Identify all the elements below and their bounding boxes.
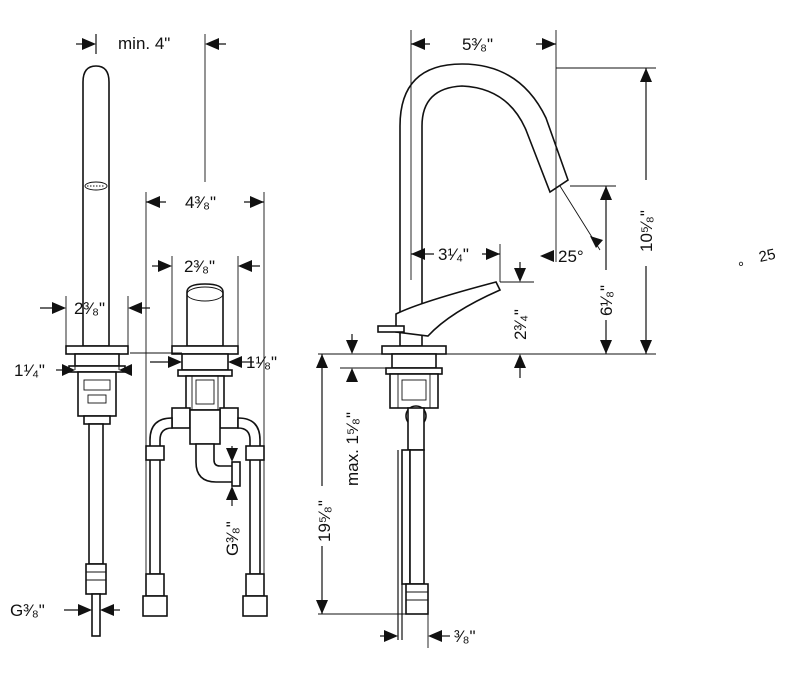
valve-nut-left xyxy=(142,595,168,617)
dim-valve-span: 4³⁄₈" xyxy=(185,193,216,212)
dim-spout-reach: 5³⁄₈" xyxy=(462,35,493,54)
shower-mount-body xyxy=(77,371,117,417)
spout-lever xyxy=(395,281,502,337)
spout-mount-assembly xyxy=(389,373,439,409)
dim-shower-thread: G³⁄₈" xyxy=(10,601,45,620)
dim-lever-height: 2³⁄₄" xyxy=(511,309,530,340)
dim-spout-angle: 25° xyxy=(558,247,584,266)
spout-flange xyxy=(381,345,447,355)
dim-lever-reach: 3¹⁄₄" xyxy=(438,245,469,264)
spout-tail-left xyxy=(401,449,411,585)
dim-min-4: min. 4" xyxy=(118,34,170,53)
valve-handle xyxy=(186,283,224,347)
shower-hose-end xyxy=(91,593,101,637)
dim-overall-tail: 19⁵⁄₈" xyxy=(315,500,334,542)
dim-shower-width: 2³⁄₈" xyxy=(74,299,105,318)
dim-tail-diameter: ³⁄₈" xyxy=(454,627,476,646)
dim-shower-mount: 1¹⁄₄" xyxy=(14,361,45,380)
dim-max-deck: max. 1⁵⁄₈" xyxy=(343,412,362,486)
valve-hose-left xyxy=(149,417,173,575)
shower-hose xyxy=(88,423,104,565)
spout-tail-right xyxy=(409,449,425,585)
dim-outlet-height: 6¹⁄₈" xyxy=(597,285,616,316)
dim-valve-thread: G³⁄₈" xyxy=(223,521,242,556)
spout-view: 5³⁄₈" 3¹⁄₄" 25° 10⁵⁄₈" 6¹⁄₈" xyxy=(308,30,660,648)
hand-shower-view: min. 4" 2³⁄₈" 1¹⁄₄" G³⁄₈" xyxy=(10,34,226,637)
spray-face xyxy=(84,181,108,191)
hand-shower-handle xyxy=(82,65,110,347)
valve-nut-right xyxy=(242,595,268,617)
valve-view: 4³⁄₈" 2³⁄₈" 1¹⁄₈" G³⁄₈" xyxy=(130,192,277,617)
dim-valve-mount: 1¹⁄₈" xyxy=(246,353,277,372)
dim-spout-height: 10⁵⁄₈" xyxy=(637,210,656,252)
dim-valve-flange: 2³⁄₈" xyxy=(184,257,215,276)
shower-flange xyxy=(65,345,129,355)
stray-number-25: 25 xyxy=(757,246,777,266)
stray-degree-mark: ° xyxy=(738,259,744,276)
